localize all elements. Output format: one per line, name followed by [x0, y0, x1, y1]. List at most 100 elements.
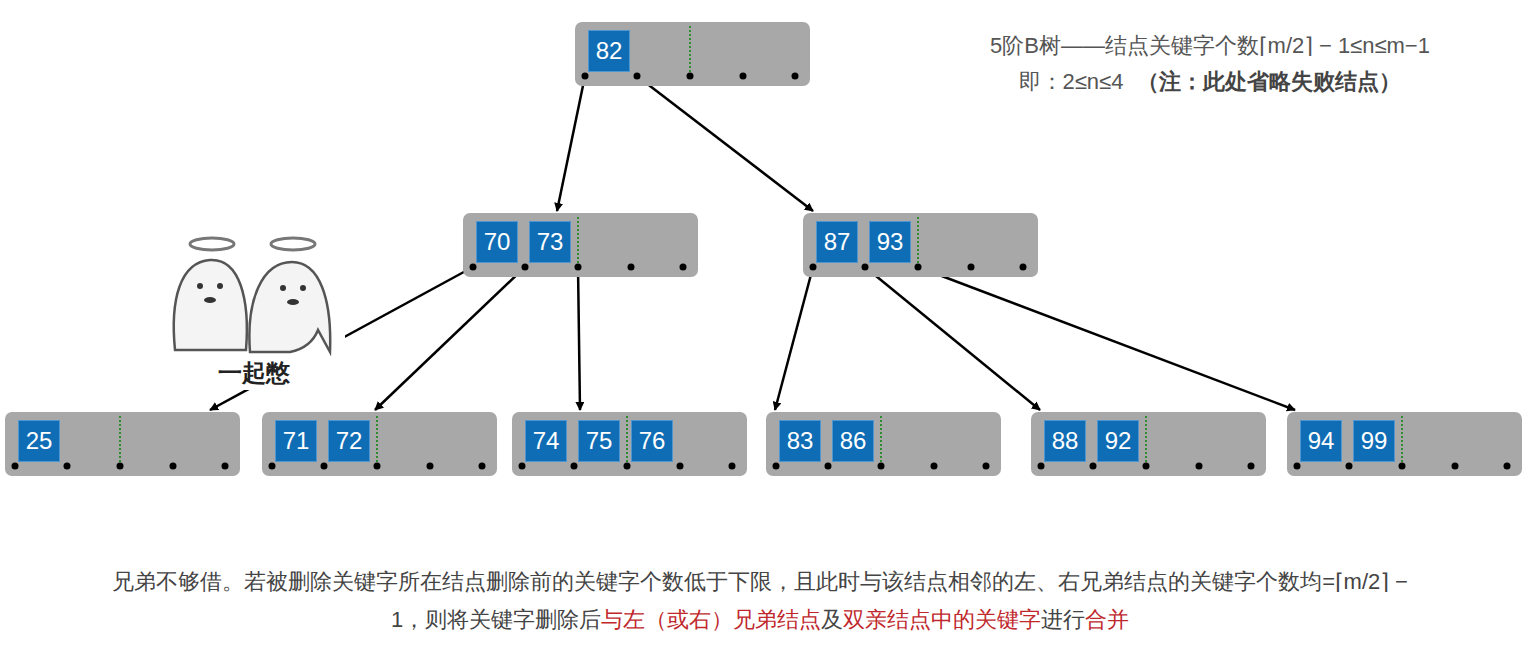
key-value: 83 [787, 427, 814, 455]
pointer-dot [321, 463, 328, 470]
caption-block: 兄弟不够借。若被删除关键字所在结点删除前的关键字个数低于下限，且此时与该结点相邻… [110, 563, 1410, 639]
pointer-dot [931, 463, 938, 470]
caption-text: 与左（或右）兄弟结点 [601, 607, 821, 632]
key-value: 87 [824, 228, 851, 256]
child-pointer-arrow [578, 267, 580, 410]
child-pointer-arrow [637, 76, 813, 211]
child-pointer-arrow [775, 267, 813, 410]
pointer-dot [575, 264, 582, 271]
pointer-dot [64, 463, 71, 470]
header-note: 5阶B树——结点关键字个数⌈m/2⌉ − 1≤n≤m−1 即：2≤n≤4 （注：此处… [905, 28, 1515, 100]
child-pointer-arrow [375, 267, 525, 410]
key-cell: 86 [832, 420, 874, 462]
pointer-dot [1196, 463, 1203, 470]
note-text: （注：此处省略失败结点） [1137, 69, 1401, 94]
pointer-dot [1346, 463, 1353, 470]
key-value: 72 [336, 427, 363, 455]
caption-text: 及 [821, 607, 843, 632]
pointer-dot [1399, 463, 1406, 470]
key-cell: 73 [529, 221, 571, 263]
key-value: 73 [537, 228, 564, 256]
pointer-dot [470, 264, 477, 271]
caption-text: 合并 [1085, 607, 1129, 632]
pointer-dot [915, 264, 922, 271]
capacity-divider [917, 217, 919, 263]
key-cell: 82 [588, 30, 630, 72]
pointer-dot [740, 73, 747, 80]
pointer-dot [878, 463, 885, 470]
pointer-dot [571, 463, 578, 470]
pointer-dot [1143, 463, 1150, 470]
pointer-dot [825, 463, 832, 470]
pointer-dot [773, 463, 780, 470]
pointer-dot [269, 463, 276, 470]
range-text: 即：2≤n≤4 [1019, 69, 1124, 94]
btree-node: 83 86 [766, 412, 1001, 476]
capacity-divider [376, 416, 378, 462]
capacity-divider [689, 26, 691, 72]
key-cell: 94 [1300, 420, 1342, 462]
pointer-dot [117, 463, 124, 470]
key-cell: 70 [476, 221, 518, 263]
key-value: 74 [533, 427, 560, 455]
btree-node: 88 92 [1031, 412, 1266, 476]
caption-text: 双亲结点中的关键字 [843, 607, 1041, 632]
pointer-dot [479, 463, 486, 470]
capacity-divider [626, 416, 628, 462]
key-value: 93 [877, 228, 904, 256]
pointer-dot [792, 73, 799, 80]
key-value: 76 [639, 427, 666, 455]
child-pointer-arrow [865, 267, 1040, 410]
pointer-dot [12, 463, 19, 470]
halos [190, 238, 315, 250]
ghost-bodies [174, 260, 330, 352]
pointer-dot [222, 463, 229, 470]
key-cell: 92 [1097, 420, 1139, 462]
pointer-dot [677, 463, 684, 470]
key-value: 70 [484, 228, 511, 256]
key-cell: 71 [275, 420, 317, 462]
pointer-dot [374, 463, 381, 470]
pointer-dot [519, 463, 526, 470]
btree-node: 87 93 [803, 213, 1038, 277]
capacity-divider [1145, 416, 1147, 462]
key-value: 88 [1052, 427, 1079, 455]
key-cell: 76 [631, 420, 673, 462]
pointer-dot [862, 264, 869, 271]
key-cell: 72 [328, 420, 370, 462]
key-value: 82 [596, 37, 623, 65]
key-value: 25 [26, 427, 53, 455]
child-pointer-arrow [557, 76, 585, 211]
key-cell: 74 [525, 420, 567, 462]
pointer-dot [427, 463, 434, 470]
pointer-dot [983, 463, 990, 470]
btree-node: 25 [5, 412, 240, 476]
pointer-dot [968, 264, 975, 271]
pointer-dot [522, 264, 529, 271]
btree-node: 82 [575, 22, 810, 86]
key-cell: 25 [18, 420, 60, 462]
key-value: 94 [1308, 427, 1335, 455]
key-cell: 88 [1044, 420, 1086, 462]
btree-node: 70 73 [463, 213, 698, 277]
key-cell: 87 [816, 221, 858, 263]
key-cell: 93 [869, 221, 911, 263]
pointer-dot [624, 463, 631, 470]
key-cell: 99 [1353, 420, 1395, 462]
order-rule: 5阶B树——结点关键字个数⌈m/2⌉ − 1≤n≤m−1 [905, 28, 1515, 64]
pointer-dot [634, 73, 641, 80]
pointer-dot [1248, 463, 1255, 470]
btree-node: 94 99 [1287, 412, 1522, 476]
pointer-dot [729, 463, 736, 470]
pointer-dot [1038, 463, 1045, 470]
meme-ground [160, 222, 345, 390]
key-cell: 75 [578, 420, 620, 462]
pointer-dot [1452, 463, 1459, 470]
btree-node: 74 75 76 [512, 412, 747, 476]
capacity-divider [1401, 416, 1403, 462]
pointer-dot [1020, 264, 1027, 271]
pointer-dot [170, 463, 177, 470]
key-value: 71 [283, 427, 310, 455]
pointer-dot [1294, 463, 1301, 470]
